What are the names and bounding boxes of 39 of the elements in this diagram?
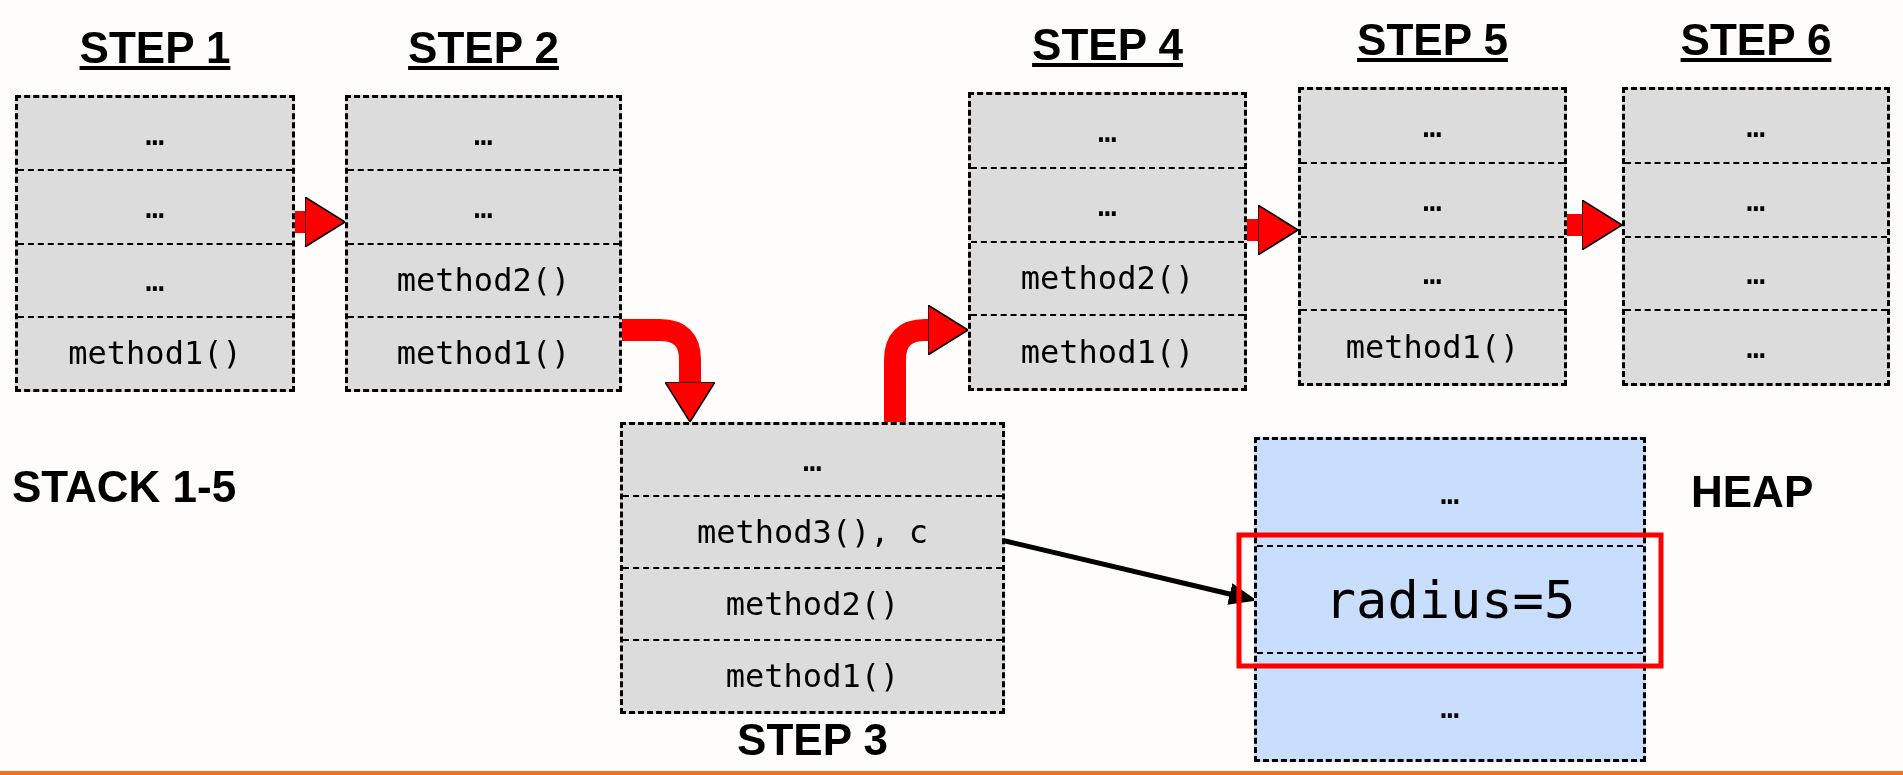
memory-cell: … bbox=[1625, 311, 1887, 383]
section-label: STACK 1-5 bbox=[12, 462, 237, 512]
memory-cell: … bbox=[18, 171, 292, 245]
memory-cell: method1() bbox=[18, 317, 292, 389]
memory-cell: … bbox=[18, 98, 292, 172]
block-arrow bbox=[1247, 204, 1299, 256]
memory-cell: … bbox=[1257, 654, 1643, 759]
memory-cell: method1() bbox=[1301, 311, 1564, 383]
memory-cell: method2() bbox=[348, 244, 619, 318]
block-arrow bbox=[622, 319, 716, 423]
memory-cell: method3(), c bbox=[623, 497, 1002, 569]
step-heading: STEP 3 bbox=[737, 714, 888, 766]
memory-cell: method1() bbox=[623, 641, 1002, 711]
memory-cell: … bbox=[1301, 90, 1564, 164]
memory-cell: … bbox=[1257, 440, 1643, 547]
memory-cell: … bbox=[1625, 237, 1887, 312]
memory-cell: … bbox=[623, 425, 1002, 497]
memory-cell: … bbox=[18, 244, 292, 318]
step-heading: HEAP bbox=[1691, 467, 1814, 517]
memory-cell: … bbox=[348, 98, 619, 172]
step-heading: STEP 4 bbox=[1032, 19, 1183, 71]
memory-cell: … bbox=[1301, 163, 1564, 238]
memory-cell: radius=5 bbox=[1257, 547, 1643, 654]
memory-cell: … bbox=[1625, 163, 1887, 238]
memory-cell: … bbox=[971, 168, 1244, 243]
step-heading: STEP 2 bbox=[408, 22, 559, 74]
memory-cell: … bbox=[1625, 90, 1887, 164]
step-heading: STEP 1 bbox=[79, 22, 231, 74]
memory-cell: method1() bbox=[348, 317, 619, 389]
memory-cell: … bbox=[1301, 237, 1564, 312]
step-heading: STEP 6 bbox=[1680, 14, 1832, 66]
block-arrow bbox=[1567, 199, 1623, 251]
memory-cell: method2() bbox=[623, 569, 1002, 641]
block-arrow bbox=[295, 196, 346, 248]
memory-cell: method1() bbox=[971, 316, 1244, 388]
memory-cell: … bbox=[348, 171, 619, 245]
step-heading: STEP 5 bbox=[1357, 14, 1508, 66]
memory-cell: … bbox=[971, 95, 1244, 169]
memory-cell: method2() bbox=[971, 242, 1244, 317]
